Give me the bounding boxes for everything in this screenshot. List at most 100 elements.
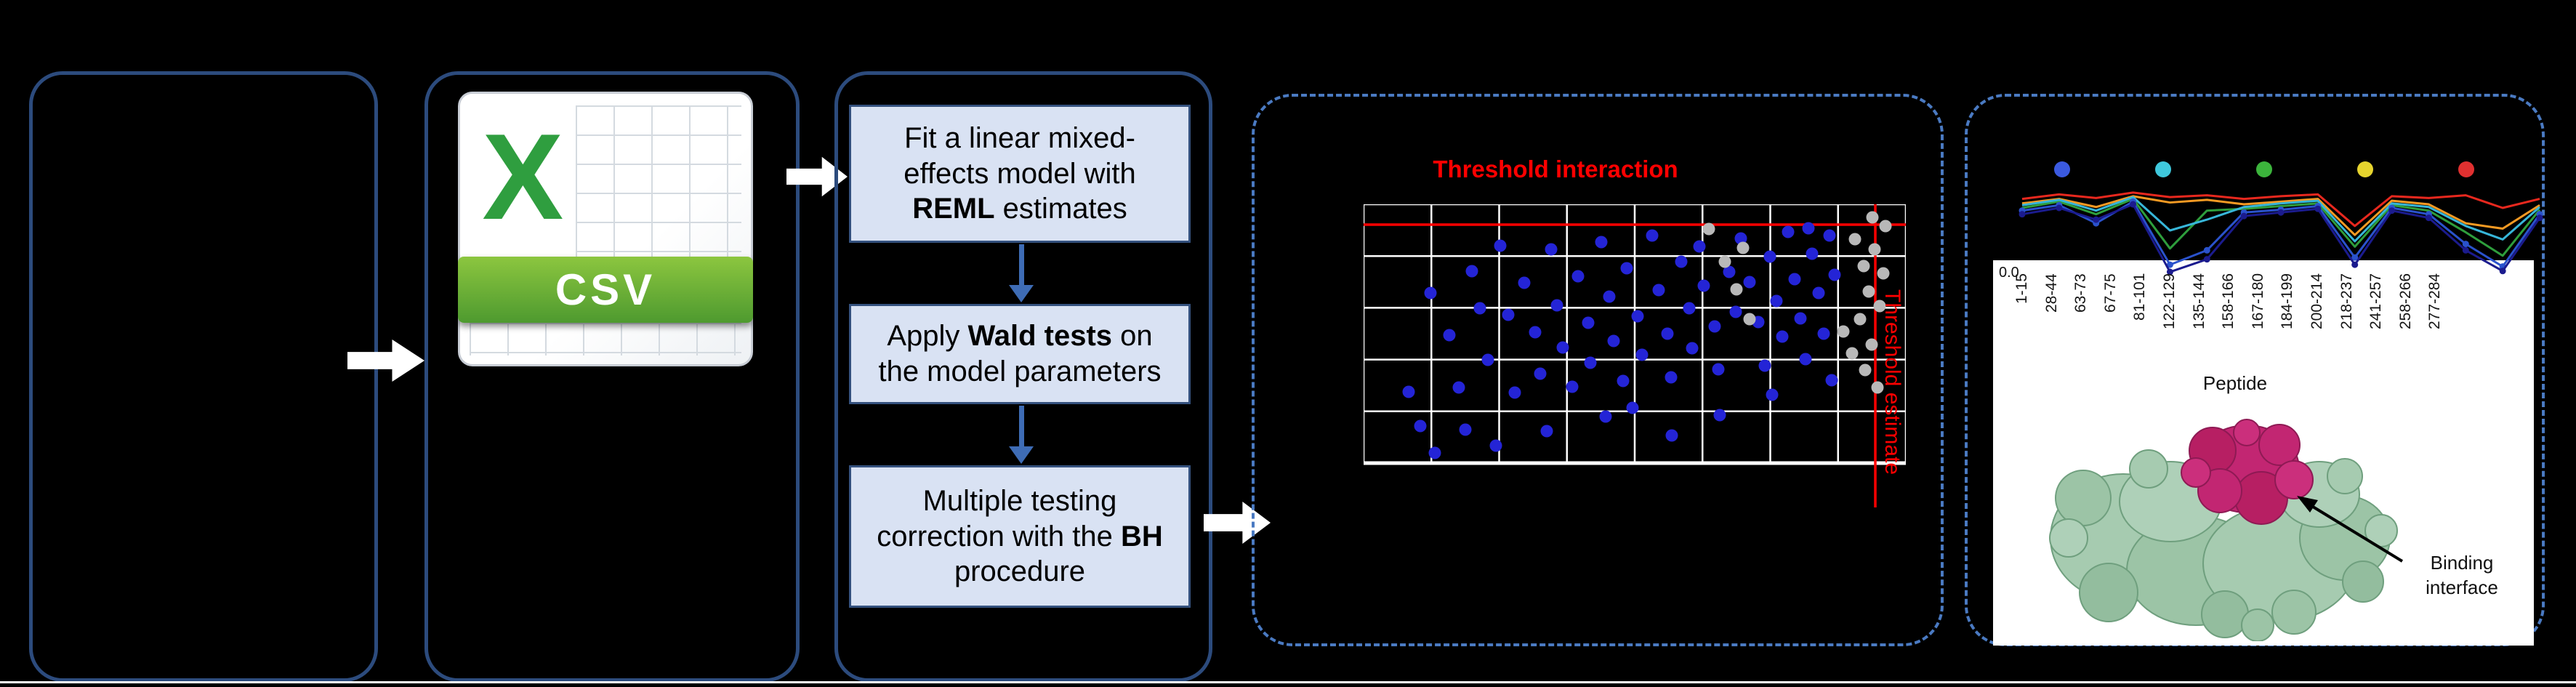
scatter-point — [1620, 262, 1633, 275]
scatter-point — [1734, 232, 1747, 245]
bottom-divider — [0, 681, 2576, 683]
scatter-point — [1607, 334, 1620, 347]
profile-point — [2166, 261, 2173, 268]
profile-point — [2203, 246, 2210, 254]
scatter-point — [1697, 279, 1710, 292]
step-fit-reml: Fit a linear mixed-effects model with RE… — [849, 105, 1191, 243]
x-tick-label: 122-129 — [2160, 273, 2178, 330]
x-tick-label: 184-199 — [2279, 273, 2296, 330]
threshold-scatter-plot — [1364, 204, 1906, 507]
step-text: procedure — [954, 555, 1086, 588]
scatter-point — [1414, 419, 1427, 433]
scatter-point — [1866, 211, 1879, 224]
excel-x-logo: X — [482, 108, 564, 245]
scatter-point — [1686, 342, 1699, 355]
scatter-point — [1723, 265, 1736, 278]
step-text: Apply — [887, 320, 968, 353]
scatter-point — [1459, 423, 1472, 436]
x-tick-label: 81-101 — [2131, 273, 2149, 321]
down-arrow-icon — [1007, 406, 1036, 464]
scatter-point — [1502, 308, 1515, 321]
step-text-bold: Wald tests — [967, 320, 1113, 353]
scatter-point — [1743, 313, 1756, 326]
scatter-point — [1802, 222, 1815, 235]
scatter-point — [1788, 273, 1801, 286]
scatter-point — [1556, 341, 1569, 354]
scatter-point — [1758, 359, 1771, 372]
scatter-point — [1646, 229, 1659, 242]
scatter-point — [1603, 290, 1616, 303]
x-tick-label: 28-44 — [2042, 273, 2060, 313]
profile-point — [2166, 268, 2173, 276]
binding-interface-label: Binding interface — [2426, 552, 2498, 598]
scatter-point — [1424, 286, 1437, 300]
scatter-point — [1743, 276, 1756, 289]
scatter-point — [1865, 338, 1878, 351]
scatter-point — [1452, 381, 1465, 394]
input-stage-box — [29, 71, 378, 682]
profile-point — [2536, 214, 2543, 222]
binding-annotation-arrow-icon — [2297, 496, 2404, 563]
scatter-point — [1868, 243, 1881, 256]
scatter-point — [1763, 250, 1776, 263]
scatter-point — [1534, 367, 1547, 380]
profile-point — [2425, 214, 2432, 222]
scatter-point — [1617, 374, 1630, 387]
profile-point — [2203, 256, 2210, 263]
peptide-axis-title: Peptide — [2202, 372, 2268, 394]
scatter-point — [1713, 409, 1726, 422]
scatter-point — [1550, 299, 1563, 312]
scatter-point — [1702, 222, 1715, 236]
scatter-point — [1812, 286, 1825, 300]
x-tick-label: 63-73 — [2072, 273, 2090, 313]
x-tick-label: 67-75 — [2101, 273, 2119, 313]
scatter-point — [1545, 243, 1558, 256]
scatter-point — [1584, 356, 1597, 369]
x-tick-label: 258-266 — [2396, 273, 2414, 330]
scatter-point — [1428, 446, 1441, 459]
x-tick-label: 200-214 — [2308, 273, 2325, 330]
scatter-point — [1873, 300, 1886, 313]
step-text: estimates — [994, 193, 1127, 225]
scatter-point — [1529, 326, 1542, 339]
scatter-point — [1853, 313, 1867, 326]
scatter-point — [1770, 294, 1783, 308]
y-axis-tick-label: 0.0 — [1999, 265, 2019, 281]
scatter-point — [1712, 363, 1725, 376]
scatter-point — [1776, 330, 1789, 343]
scatter-point — [1571, 270, 1585, 283]
profile-point — [2018, 211, 2026, 218]
scatter-point — [1862, 285, 1875, 298]
profile-point — [2277, 209, 2285, 216]
profile-point — [2388, 207, 2396, 214]
scatter-point — [1473, 302, 1486, 315]
scatter-point — [1817, 327, 1830, 340]
x-tick-label: 277-284 — [2426, 273, 2444, 330]
x-tick-label: 241-257 — [2367, 273, 2385, 330]
csv-stage-box — [424, 71, 800, 682]
scatter-point — [1665, 429, 1678, 442]
scatter-point — [1718, 255, 1731, 268]
scatter-point — [1708, 320, 1721, 333]
scatter-point — [1794, 312, 1807, 325]
step-text: Multiple testing correction with the — [877, 484, 1121, 553]
x-tick-label: 1-15 — [2013, 273, 2030, 305]
scatter-point — [1582, 316, 1595, 329]
scatter-results-panel — [1252, 94, 1944, 646]
spreadsheet-grid — [470, 322, 741, 355]
threshold-estimate-label: Threshold estimate — [1880, 289, 1904, 475]
step-text: on the model parameters — [878, 320, 1162, 387]
scatter-point — [1693, 240, 1706, 253]
legend-dot-icon — [2256, 161, 2272, 177]
scatter-point — [1635, 348, 1649, 361]
legend-dot-icon — [2054, 161, 2070, 177]
step-wald-tests: Apply Wald tests on the model parameters — [849, 304, 1191, 404]
profile-point — [2351, 254, 2359, 261]
scatter-point — [1825, 374, 1838, 387]
csv-banner: CSV — [458, 256, 753, 323]
scatter-point — [1599, 410, 1612, 423]
peptide-profile-chart — [2018, 191, 2543, 276]
profile-point — [2462, 246, 2469, 254]
